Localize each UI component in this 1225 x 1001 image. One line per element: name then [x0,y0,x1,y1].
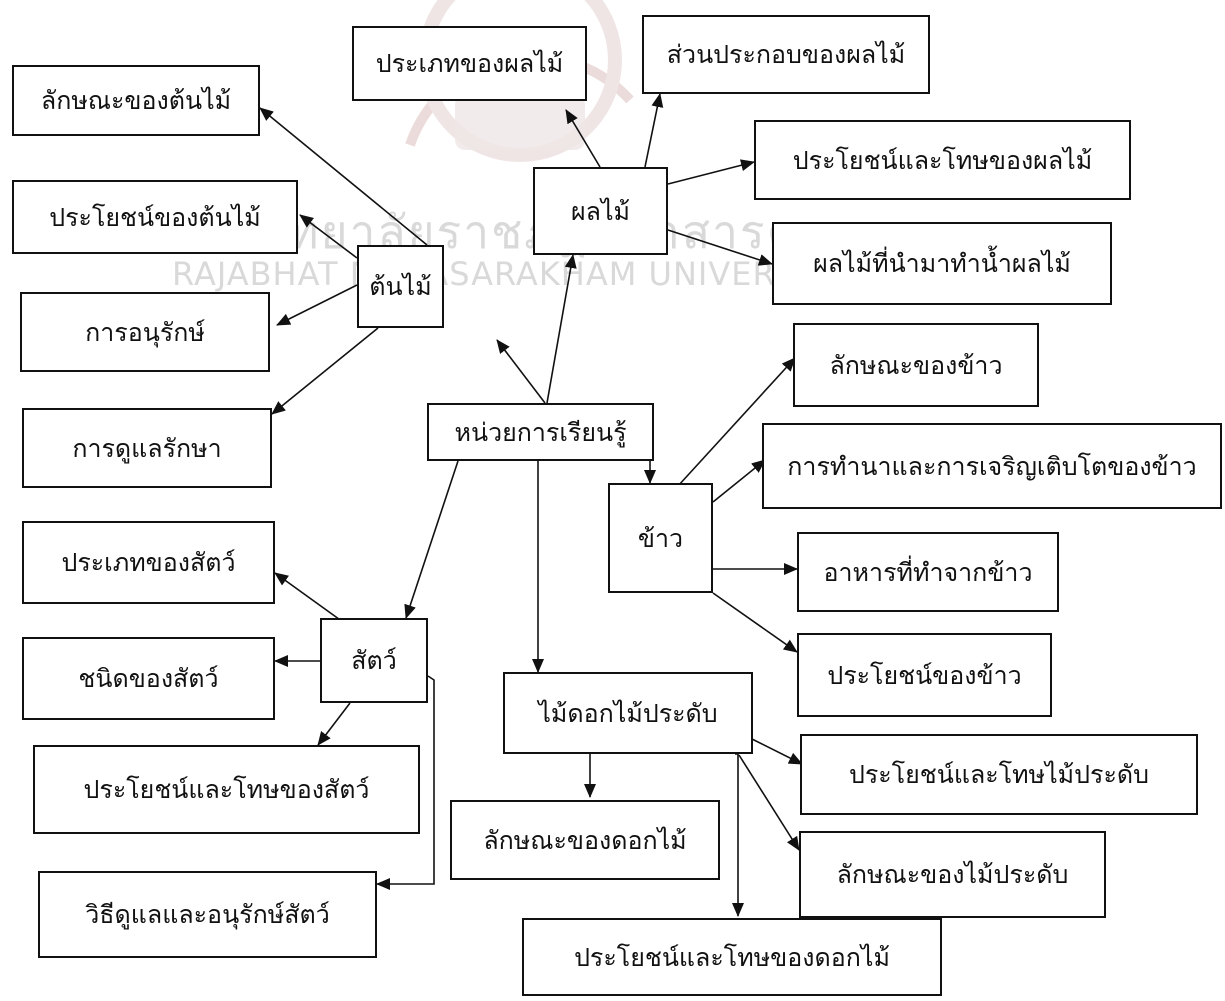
node-fruit-types-label: ประเภทของผลไม้ [375,49,564,78]
node-flower: ไม้ดอกไม้ประดับ [503,672,753,754]
edge-tree-conservation [276,284,358,326]
edge-rice-benefits [712,592,798,653]
node-fruit-juice-label: ผลไม้ที่นำมาทำน้ำผลไม้ [813,249,1071,278]
edge-animal-types [274,572,344,623]
node-fruit-pros-cons-label: ประโยชน์และโทษของผลไม้ [792,145,1093,175]
node-tree-benefits: ประโยชน์ของต้นไม้ [12,180,298,254]
edge-fruit-pros-cons [667,159,755,185]
node-fruit-parts: ส่วนประกอบของผลไม้ [642,15,930,94]
node-animal-types: ประเภทของสัตว์ [22,521,275,604]
edge-ornamental-traits [738,754,800,851]
node-flower-pros-cons-label: ประโยชน์และโทษของดอกไม้ [574,942,890,972]
node-tree-benefits-label: ประโยชน์ของต้นไม้ [49,202,261,232]
edge-tree-benefits [299,214,358,259]
edge-fruit-types [565,109,601,168]
node-rice-traits-label: ลักษณะของข้าว [829,350,1003,380]
node-tree-label: ต้นไม้ [369,272,432,301]
node-rice: ข้าว [608,483,713,593]
node-flower-traits: ลักษณะของดอกไม้ [450,800,720,880]
edge-tree-care [271,327,379,415]
watermark-text-english: RAJABHAT MAHASARAKHAM UNIVERSITY [172,255,849,293]
edge-ornamental-pros-cons [751,738,803,765]
node-animal-label: สัตว์ [351,646,397,675]
edge-center-tree [496,339,546,404]
node-fruit-types: ประเภทของผลไม้ [352,26,587,101]
node-care-label: การดูแลรักษา [72,433,222,463]
node-animal: สัตว์ [320,618,428,703]
edge-fruit-parts [644,93,664,168]
node-ornamental-pros-cons: ประโยชน์และโทษไม้ประดับ [800,734,1198,815]
node-flower-pros-cons: ประโยชน์และโทษของดอกไม้ [522,918,942,996]
node-rice-benefits: ประโยชน์ของข้าว [797,633,1052,717]
node-fruit-label: ผลไม้ [570,196,631,226]
node-animal-types-label: ประเภทของสัตว์ [61,548,236,577]
node-animal-pros-cons: ประโยชน์และโทษของสัตว์ [33,745,420,834]
node-learning-unit-label: หน่วยการเรียนรู้ [454,417,627,447]
node-ornamental-traits: ลักษณะของไม้ประดับ [799,831,1106,918]
node-tree: ต้นไม้ [357,245,444,328]
edge-center-animal [404,460,459,619]
node-fruit-pros-cons: ประโยชน์และโทษของผลไม้ [754,120,1131,200]
node-rice-farming: การทำนาและการเจริญเติบโตของข้าว [762,423,1222,509]
node-rice-farming-label: การทำนาและการเจริญเติบโตของข้าว [787,451,1197,481]
node-ornamental-traits-label: ลักษณะของไม้ประดับ [836,860,1069,889]
node-animal-kinds-label: ชนิดของสัตว์ [78,664,219,693]
node-tree-traits: ลักษณะของต้นไม้ [12,65,260,136]
node-fruit: ผลไม้ [533,167,668,255]
node-animal-kinds: ชนิดของสัตว์ [22,637,275,720]
edge-rice-farming [712,459,766,503]
node-animal-care: วิธีดูแลและอนุรักษ์สัตว์ [38,871,377,958]
node-flower-label: ไม้ดอกไม้ประดับ [538,698,718,728]
node-fruit-parts-label: ส่วนประกอบของผลไม้ [666,40,906,69]
node-care: การดูแลรักษา [22,408,272,488]
node-conservation-label: การอนุรักษ์ [85,317,205,347]
node-rice-food-label: อาหารที่ทำจากข้าว [823,557,1033,587]
node-rice-benefits-label: ประโยชน์ของข้าว [827,660,1022,690]
node-ornamental-pros-cons-label: ประโยชน์และโทษไม้ประดับ [849,760,1149,789]
node-fruit-juice: ผลไม้ที่นำมาทำน้ำผลไม้ [772,222,1112,305]
node-animal-pros-cons-label: ประโยชน์และโทษของสัตว์ [83,775,370,804]
node-rice-food: อาหารที่ทำจากข้าว [797,532,1059,612]
edge-animal-pros-cons [317,702,351,746]
node-flower-traits-label: ลักษณะของดอกไม้ [483,825,687,855]
edge-fruit-juice [667,229,773,266]
node-tree-traits-label: ลักษณะของต้นไม้ [40,86,232,115]
node-rice-label: ข้าว [637,523,684,553]
node-animal-care-label: วิธีดูแลและอนุรักษ์สัตว์ [85,900,330,929]
edge-center-fruit [546,254,577,404]
node-rice-traits: ลักษณะของข้าว [793,323,1039,407]
node-conservation: การอนุรักษ์ [20,292,270,372]
node-learning-unit: หน่วยการเรียนรู้ [427,403,654,461]
edge-flower-pros-cons [732,753,744,917]
